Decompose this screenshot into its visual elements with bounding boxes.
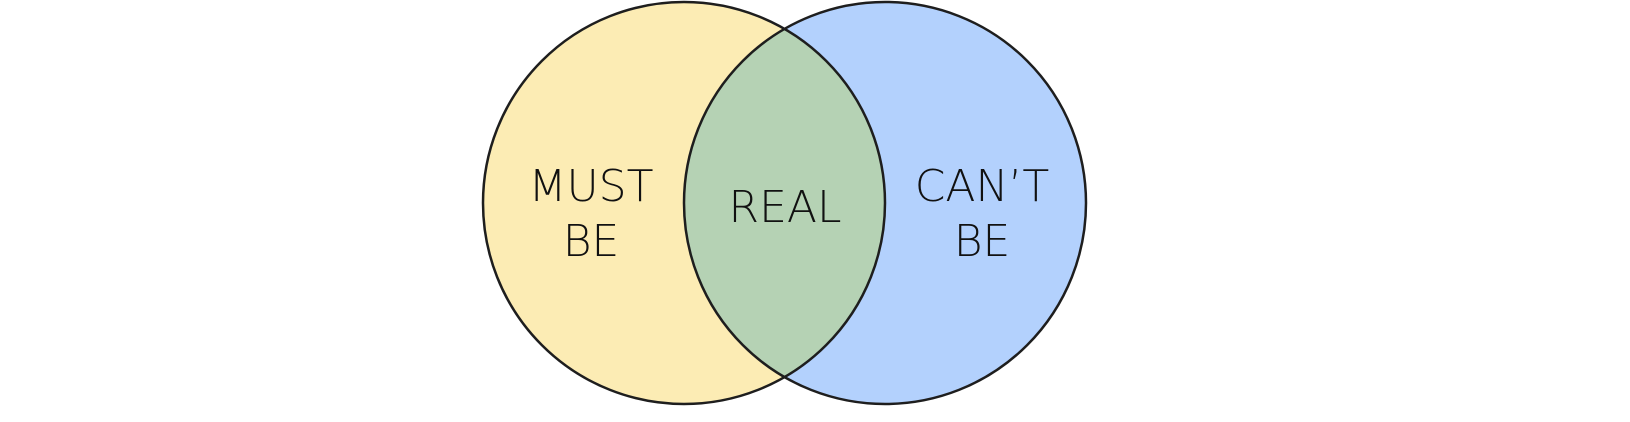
must-be-label-line1: MUST <box>529 161 654 212</box>
real-intersection <box>684 2 885 404</box>
must-be-label-line2: BE <box>563 216 620 267</box>
real-label: REAL <box>729 182 842 233</box>
cant-be-circle-outline <box>682 0 1088 406</box>
cant-be-label-line2: BE <box>954 216 1011 267</box>
cant-be-label-line1: CAN’T <box>915 161 1050 212</box>
must-be-circle-outline <box>481 0 887 406</box>
